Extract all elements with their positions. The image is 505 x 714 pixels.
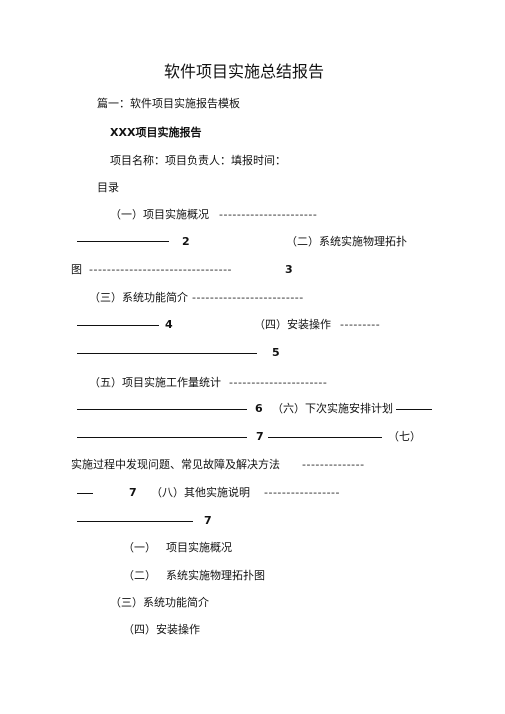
project-info: 项目名称：项目负责人：填报时间： [110,154,286,167]
toc-page-4: 5 [272,346,280,359]
toc-leader-7: -------------- [302,458,365,471]
toc-item-3: （三）系统功能简介 [89,291,188,304]
toc-leader-4: --------- [340,318,381,331]
toc-page-8: 7 [204,514,212,527]
toc-rule [396,409,432,410]
toc-item-2: （二）系统实施物理拓扑 [286,235,407,248]
section-1-number: （一） [123,541,156,554]
toc-item-5: （五）项目实施工作量统计 [89,376,221,389]
toc-leader-5: ---------------------- [229,376,328,389]
toc-page-5: 6 [255,402,263,415]
toc-page-2: 3 [285,263,293,276]
toc-leader-3: ------------------------- [192,291,304,304]
toc-leader-1: ---------------------- [219,208,318,221]
toc-item-7-cont: 实施过程中发现问题、常见故障及解决方法 [71,458,280,471]
toc-rule [77,325,159,326]
toc-item-1: （一）项目实施概况 [110,208,209,221]
section-2-number: （二） [123,569,156,582]
toc-rule [77,409,247,410]
page-title: 软件项目实施总结报告 [164,62,325,81]
toc-rule [77,493,93,494]
toc-item-7: （七） [388,430,421,443]
toc-heading: 目录 [97,181,119,194]
toc-page-1: 2 [182,235,190,248]
section-2-title: 系统实施物理拓扑图 [166,569,265,582]
toc-rule [268,437,382,438]
toc-page-6: 7 [256,430,264,443]
toc-leader-2: -------------------------------- [89,263,233,276]
toc-page-3: 4 [165,318,173,331]
toc-rule [77,521,193,522]
report-name-text: XXX项目实施报告 [110,126,202,139]
report-name: XXX项目实施报告 [110,126,201,140]
section-4-title: （四）安装操作 [123,623,200,636]
toc-item-8: （八）其他实施说明 [151,486,250,499]
toc-leader-8: ----------------- [264,486,340,499]
section-1-title: 项目实施概况 [166,541,232,554]
toc-item-4: （四）安装操作 [254,318,331,331]
toc-page-7: 7 [129,486,137,499]
section-3-title: （三）系统功能简介 [110,596,209,609]
toc-rule [77,241,169,242]
toc-item-6: （六）下次实施安排计划 [272,402,393,415]
part-one-heading: 篇一：软件项目实施报告模板 [97,97,240,110]
toc-item-2-cont: 图 [71,263,82,276]
toc-rule [77,437,247,438]
toc-rule [77,353,257,354]
